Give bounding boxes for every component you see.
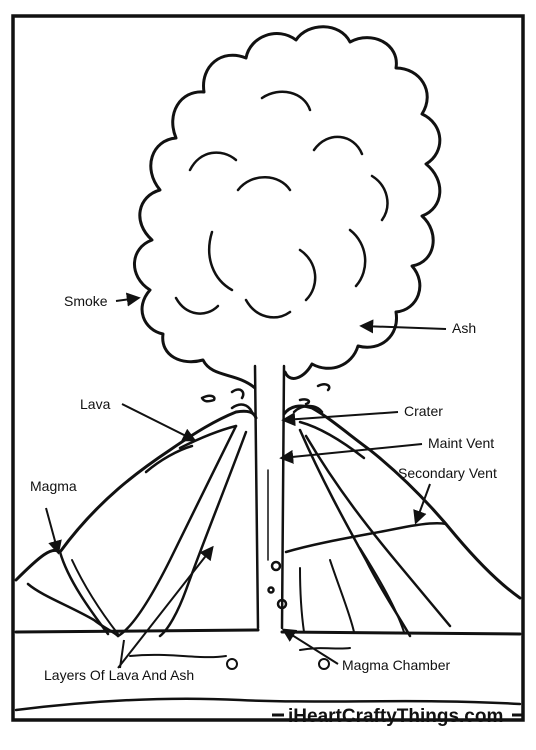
arrow-layers-2 bbox=[119, 639, 125, 669]
arrow-secondary-vent bbox=[413, 483, 431, 525]
arrow-magma bbox=[45, 507, 62, 555]
arrow-magma-chamber bbox=[281, 628, 339, 665]
label-magma: Magma bbox=[30, 478, 77, 494]
volcano-cone bbox=[14, 404, 522, 638]
arrow-lava bbox=[121, 403, 197, 442]
label-layers: Layers Of Lava And Ash bbox=[44, 667, 194, 683]
lava-splashes bbox=[200, 383, 331, 414]
arrow-main-vent bbox=[279, 443, 423, 464]
arrow-layers-1 bbox=[117, 545, 214, 669]
label-secondary-vent: Secondary Vent bbox=[398, 465, 497, 481]
arrow-crater bbox=[281, 411, 399, 427]
page-border bbox=[11, 14, 525, 722]
ground-strata bbox=[14, 628, 522, 712]
brand-text: iHeartCraftyThings.com bbox=[288, 706, 503, 727]
footer-brand: iHeartCraftyThings.com bbox=[272, 706, 522, 727]
label-arrows bbox=[45, 292, 447, 669]
label-ash: Ash bbox=[452, 320, 476, 336]
label-crater: Crater bbox=[404, 403, 443, 419]
label-magma-chamber: Magma Chamber bbox=[342, 657, 450, 673]
main-vent-column bbox=[253, 364, 288, 630]
arrow-smoke bbox=[115, 292, 141, 307]
arrow-ash bbox=[359, 319, 447, 334]
label-smoke: Smoke bbox=[64, 293, 108, 309]
smoke-cloud bbox=[133, 25, 442, 390]
label-lava: Lava bbox=[80, 396, 111, 412]
label-main-vent: Maint Vent bbox=[428, 435, 494, 451]
